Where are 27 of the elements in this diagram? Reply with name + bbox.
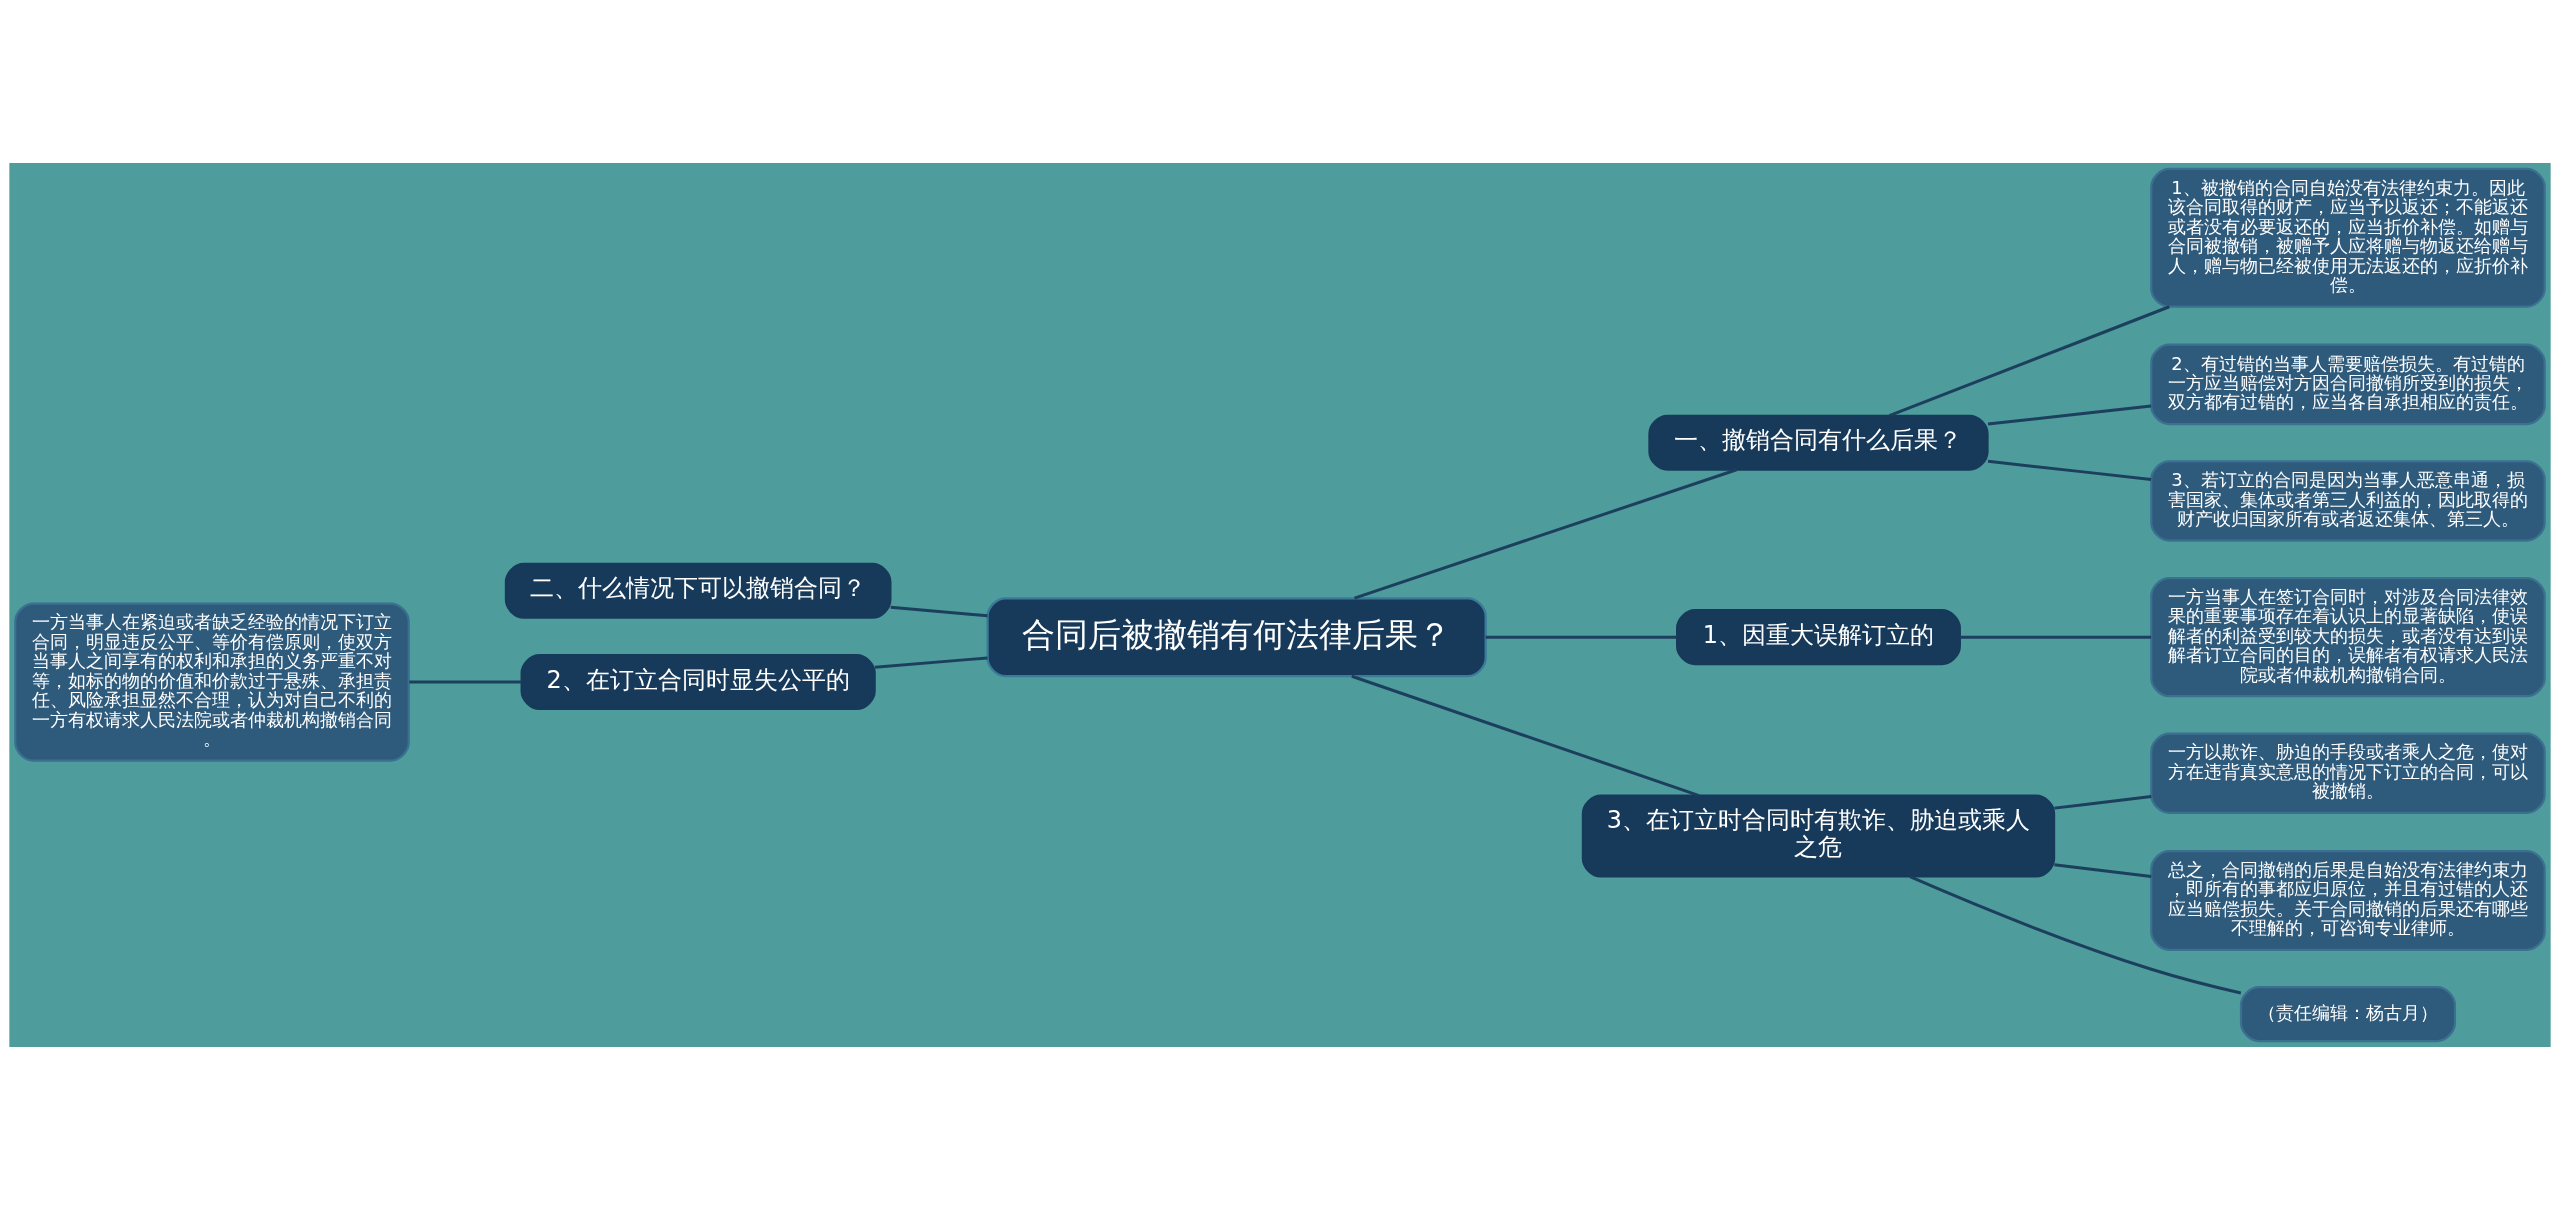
connector	[890, 605, 988, 618]
connector	[1351, 674, 1700, 797]
node-box: 一方当事人在签订合同时，对涉及合同法律效果的重要事项存在着认识上的显著缺陷，使误解者的利益受到较大的损失，或者没有达到误解者订立合同的目的，误解者有权请求人民法院或者仲裁机构撤销合同。	[2150, 576, 2546, 698]
node-box: （责任编辑：杨古月）	[2239, 986, 2457, 1043]
node-box: 一、撤销合同有什么后果？	[1648, 414, 1989, 471]
node-box: 一方当事人在紧迫或者缺乏经验的情况下订立合同，明显违反公平、等价有偿原则，使双方当事人之间享有的权利和承担的义务严重不对等，如标的物的价值和价款过于悬殊、承担责任、风险承担显然不合理，认为对自己不利的一方有权请求人民法院或者仲裁机构撤销合同。	[14, 602, 410, 762]
node-box: 2、在订立合同时显失公平的	[520, 654, 876, 711]
connector	[1485, 635, 1677, 639]
node-box: 3、在订立时合同时有欺诈、胁迫或乘人之危	[1581, 794, 2056, 878]
connector	[1987, 404, 2152, 426]
node-box: 总之，合同撤销的后果是自始没有法律约束力，即所有的事都应归原位，并且有过错的人还应当赔偿损失。关于合同撤销的后果还有哪些不理解的，可咨询专业律师。	[2150, 849, 2546, 951]
connector	[409, 680, 522, 684]
connector	[1354, 468, 1737, 600]
connector	[2054, 863, 2152, 879]
node-box: 3、若订立的合同是因为当事人恶意串通，损害国家、集体或者第三人利益的，因此取得的财产收归国家所有或者返还集体、第三人。	[2150, 460, 2546, 542]
connector	[1888, 305, 2170, 418]
connector	[1960, 635, 2152, 639]
connector	[1909, 875, 2242, 995]
node-box: 1、被撤销的合同自始没有法律约束力。因此该合同取得的财产，应当予以返还；不能返还或者没有必要返还的，应当折价补偿。如赠与合同被撤销，被赠予人应将赠与物返还给赠与人，赠与物已经被使用无法返还的，应折价补偿。	[2150, 167, 2546, 308]
connector	[874, 656, 988, 669]
node-box: 1、因重大误解订立的	[1676, 609, 1961, 666]
node-box: 2、有过错的当事人需要赔偿损失。有过错的一方应当赔偿对方因合同撤销所受到的损失，双方都有过错的，应当各自承担相应的责任。	[2150, 343, 2546, 426]
connector	[1987, 459, 2152, 481]
connector	[2054, 795, 2152, 810]
node-box: 二、什么情况下可以撤销合同？	[504, 562, 892, 619]
node-box: 合同后被撤销有何法律后果？	[986, 597, 1487, 678]
node-box: 一方以欺诈、胁迫的手段或者乘人之危，使对方在违背真实意思的情况下订立的合同，可以被撤销。	[2150, 732, 2546, 815]
